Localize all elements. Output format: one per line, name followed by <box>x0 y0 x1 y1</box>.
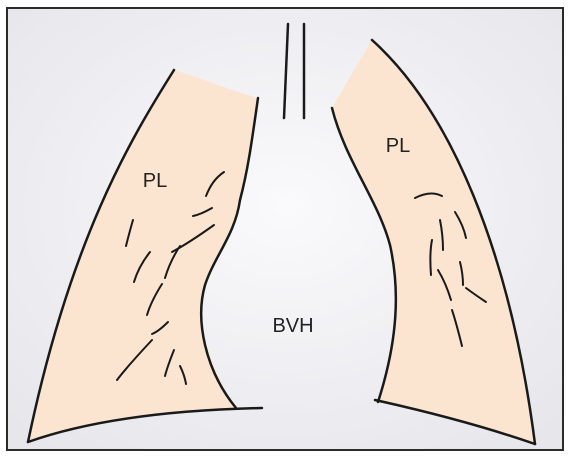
left-lung-label: PL <box>143 170 167 192</box>
center-label: BVH <box>272 315 313 337</box>
right-lung-label: PL <box>386 135 410 157</box>
